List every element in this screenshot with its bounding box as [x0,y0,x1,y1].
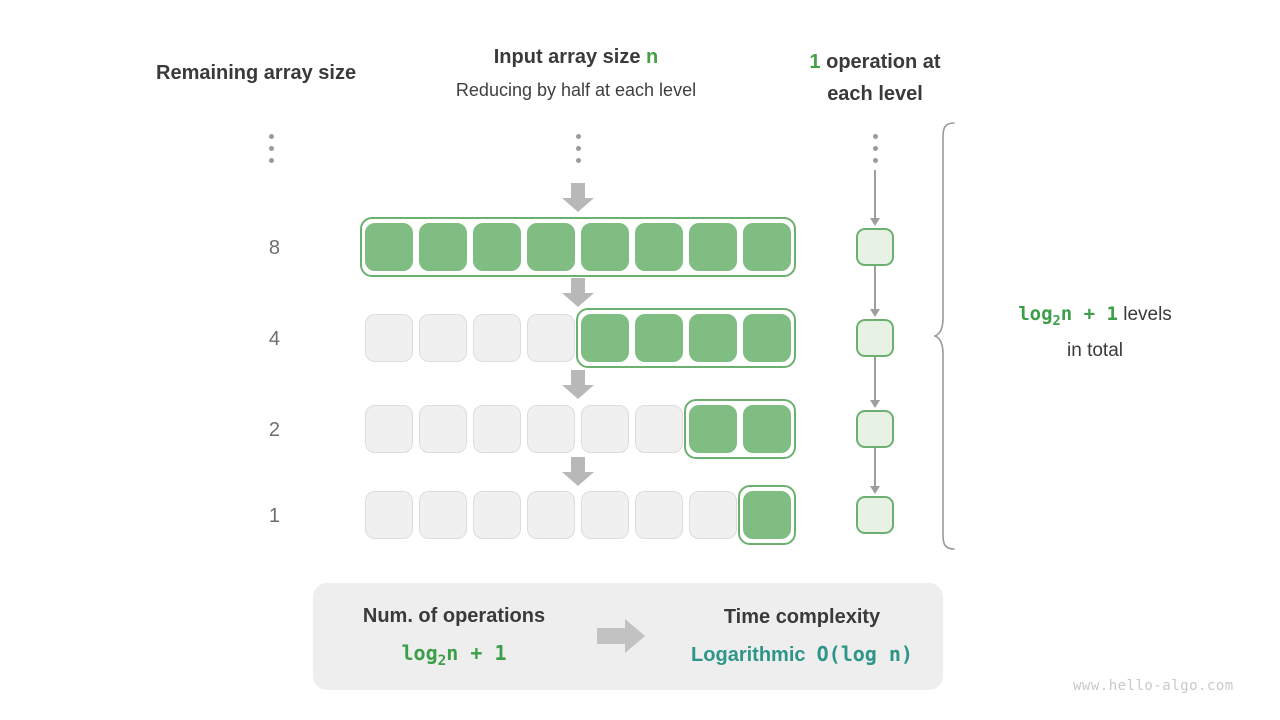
array-cell-active [743,491,791,539]
array-cell-active [365,223,413,271]
header-input-array-subtitle: Reducing by half at each level [455,80,697,100]
operation-box-level-2 [856,410,894,448]
ellipsis-dots-array-column [571,134,585,163]
dot [575,134,581,139]
ellipsis-dots-label-column [264,134,278,163]
op-connector-tip-1 [870,309,880,317]
op-connector-line-3 [874,448,876,487]
levels-formula: log2n + 1 [1018,303,1118,329]
levels-label: levels [1117,304,1172,325]
dot [872,158,878,163]
summary-complexity-column: Time complexity Logarithmic O(log n) [661,583,943,690]
array-cell-active [743,314,791,362]
op-connector-tip-2 [870,400,880,408]
summary-operations-value: log2n + 1 [401,640,507,669]
summary-complexity-title: Time complexity [723,606,881,628]
array-cell-inactive [473,491,521,539]
header-op-count: 1 [809,51,821,73]
ellipsis-dots-op-column [868,134,882,163]
array-row-8 [360,217,796,277]
dot [575,146,581,151]
array-cell-inactive [365,491,413,539]
levels-label-line2: in total [1067,339,1123,361]
dot [268,158,274,163]
header-input-array-size-variable: n [646,46,659,68]
header-remaining-array-size: Remaining array size [156,62,357,84]
header-op-line2: each level [827,83,923,105]
array-cell-active [581,314,629,362]
array-cell-active [689,405,737,453]
header-op-line1: operation at [820,51,941,73]
array-row-2 [362,399,796,459]
dot [268,146,274,151]
array-cell-inactive [527,405,575,453]
dot [872,134,878,139]
array-cell-inactive [581,405,629,453]
split-arrow-down-2 [561,278,595,308]
row-label-8: 8 [268,237,280,259]
operation-box-level-8 [856,228,894,266]
header-input-array-size-text: Input array size [493,46,647,68]
array-cell-inactive [635,405,683,453]
header-operations-per-level: 1 operation at each level [780,46,970,110]
levels-total-annotation: log2n + 1 levels in total [975,300,1215,365]
array-cell-inactive [473,405,521,453]
array-cell-active [743,405,791,453]
dot [872,146,878,151]
array-cell-active [689,223,737,271]
array-cell-inactive [419,405,467,453]
array-cell-active [635,223,683,271]
levels-brace [932,122,964,555]
array-row-1 [362,485,796,545]
op-connector-line-2 [874,357,876,401]
array-cell-inactive [365,314,413,362]
operation-box-level-4 [856,319,894,357]
active-range-outline [576,308,796,368]
array-cell-active [743,223,791,271]
summary-arrow-right-icon [595,617,661,655]
op-connector-tip-3 [870,486,880,494]
summary-complexity-value: Logarithmic O(log n) [691,642,913,666]
array-cell-active [473,223,521,271]
array-cell-active [419,223,467,271]
active-range-outline [738,485,796,545]
split-arrow-down-4 [561,457,595,487]
array-cell-active [689,314,737,362]
operation-box-level-1 [856,496,894,534]
array-cell-inactive [419,314,467,362]
header-input-array-size: Input array size n [380,46,772,69]
array-cell-inactive [527,314,575,362]
row-label-1: 1 [268,505,280,527]
op-connector-line-0 [874,170,876,220]
row-label-2: 2 [268,419,280,441]
array-cell-inactive [581,491,629,539]
op-connector-line-1 [874,266,876,310]
array-cell-inactive [635,491,683,539]
array-cell-inactive [419,491,467,539]
array-cell-active [581,223,629,271]
array-cell-inactive [473,314,521,362]
watermark: www.hello-algo.com [1073,678,1234,694]
array-cell-inactive [365,405,413,453]
summary-operations-column: Num. of operations log2n + 1 [313,583,595,690]
summary-operations-title: Num. of operations [362,604,546,627]
active-range-outline [360,217,796,277]
row-label-4: 4 [268,328,280,350]
array-cell-inactive [689,491,737,539]
summary-panel: Num. of operations log2n + 1 Time comple… [313,583,943,690]
dot [268,134,274,139]
split-arrow-down-1 [561,183,595,213]
active-range-outline [684,399,796,459]
split-arrow-down-3 [561,370,595,400]
array-row-4 [362,308,796,368]
array-cell-inactive [527,491,575,539]
array-cell-active [635,314,683,362]
op-connector-tip-0 [870,218,880,226]
dot [575,158,581,163]
array-cell-active [527,223,575,271]
